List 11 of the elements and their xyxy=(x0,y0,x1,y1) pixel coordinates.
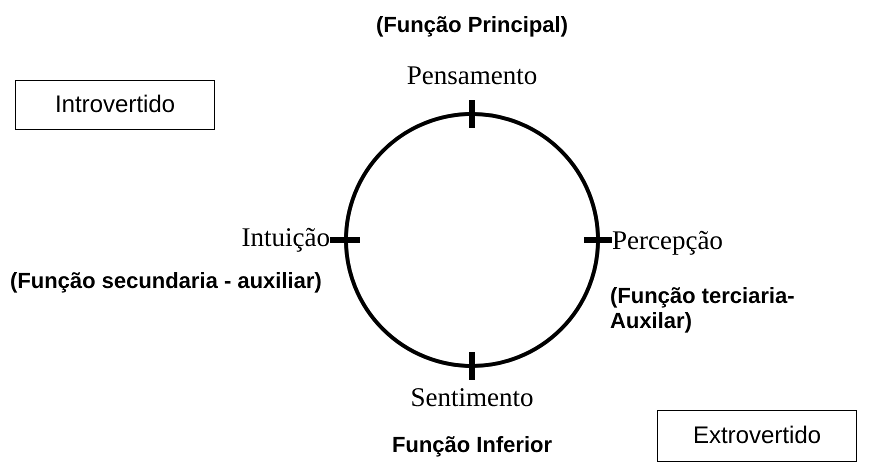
function-caption: (Função secundaria - auxiliar) xyxy=(10,268,323,294)
function-name: Intuição xyxy=(240,222,330,254)
function-name: Pensamento xyxy=(406,60,538,92)
function-caption: Função Inferior xyxy=(390,432,554,458)
function-name: Percepção xyxy=(612,225,724,256)
label-box: Introvertido xyxy=(15,80,215,130)
function-name: Sentimento xyxy=(410,382,534,414)
label-box: Extrovertido xyxy=(657,410,857,462)
function-caption: (Função Principal) xyxy=(375,12,569,38)
function-caption: (Função terciaria- Auxilar) xyxy=(610,283,796,334)
circle-drawing xyxy=(330,100,612,380)
